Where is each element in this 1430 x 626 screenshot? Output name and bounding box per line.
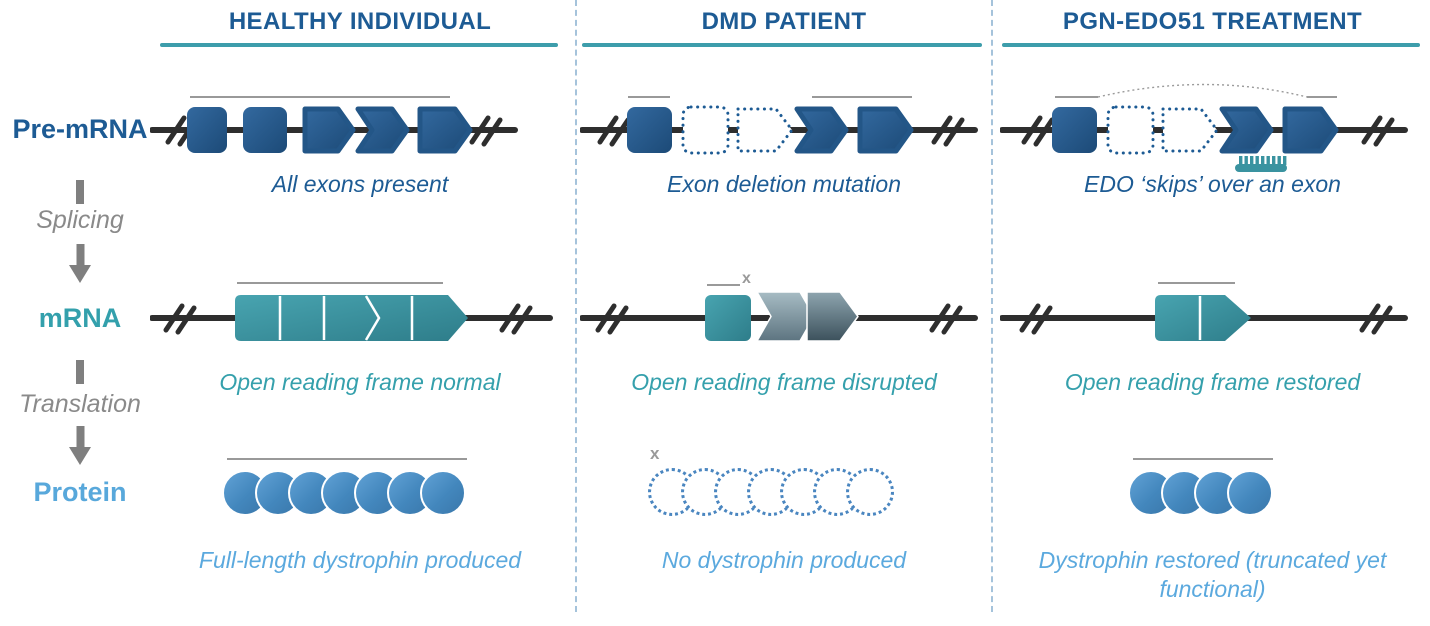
pre-mrna-dmd-diagram xyxy=(580,96,978,155)
x-icon: x xyxy=(742,270,751,287)
caption-exon-deletion: Exon deletion mutation xyxy=(667,171,901,197)
mrna-exon-block xyxy=(235,295,468,341)
exon-solid xyxy=(355,106,410,154)
mrna-exon-disrupted xyxy=(806,291,859,342)
exon-deleted-dotted xyxy=(736,107,794,153)
process-label-splicing: Splicing xyxy=(36,206,124,234)
intron-slash-marks xyxy=(1021,115,1395,147)
protein-chain-healthy xyxy=(222,470,466,516)
header-underline xyxy=(160,43,558,47)
pre-mrna-healthy-diagram xyxy=(150,96,518,154)
exon-solid xyxy=(302,106,356,154)
caption-orf-restored: Open reading frame restored xyxy=(1064,369,1361,395)
intron-slash-marks xyxy=(595,303,963,335)
exon-junctions xyxy=(278,295,414,341)
protein-unit-dotted xyxy=(846,468,894,516)
intron-slash-marks xyxy=(163,303,533,335)
exon-solid xyxy=(1052,107,1097,153)
exon-skipped-dotted xyxy=(1106,105,1155,155)
protein-chain-dmd-absent xyxy=(648,468,894,516)
column-title-dmd: DMD PATIENT xyxy=(701,8,867,35)
intron-slash-marks xyxy=(597,115,965,147)
exon-solid xyxy=(794,106,849,154)
column-divider xyxy=(991,0,993,612)
exon-deleted-dotted xyxy=(681,105,730,155)
mrna-dmd-diagram xyxy=(580,284,978,342)
mrna-healthy-diagram xyxy=(150,282,553,341)
caption-dystrophin-restored: Dystrophin restored (truncated yet funct… xyxy=(1038,547,1387,602)
caption-all-exons-present: All exons present xyxy=(271,171,449,197)
column-title-treatment: PGN-EDO51 TREATMENT xyxy=(1062,8,1363,35)
caption-orf-normal: Open reading frame normal xyxy=(219,369,501,395)
overline xyxy=(227,458,467,460)
down-arrow-icon xyxy=(69,244,91,283)
mrna-exon-block xyxy=(1155,295,1251,341)
column-title-healthy: HEALTHY INDIVIDUAL xyxy=(228,8,492,35)
protein-chain-treatment xyxy=(1128,470,1273,516)
caption-orf-disrupted: Open reading frame disrupted xyxy=(631,369,937,395)
x-icon: x xyxy=(650,444,660,463)
splicing-arrow-top xyxy=(76,180,84,204)
mrna-treatment-diagram xyxy=(1000,282,1408,341)
mrna-exon-teal xyxy=(705,295,751,341)
process-label-translation: Translation xyxy=(19,390,141,418)
column-divider xyxy=(575,0,577,612)
caption-full-length-dystrophin: Full-length dystrophin produced xyxy=(198,547,522,573)
row-label-pre-mrna: Pre-mRNA xyxy=(12,114,148,144)
mrna-exon-disrupted xyxy=(756,291,815,342)
down-arrow-icon xyxy=(69,426,91,465)
protein-unit-solid xyxy=(420,470,466,516)
exon-skipped-dotted xyxy=(1161,107,1219,153)
row-label-protein: Protein xyxy=(33,477,127,507)
row-label-mrna: mRNA xyxy=(38,303,122,333)
exon-solid xyxy=(187,107,227,153)
overline xyxy=(1133,458,1273,460)
translation-arrow-top xyxy=(76,360,84,384)
exon-solid xyxy=(243,107,287,153)
exon-solid xyxy=(1282,106,1339,154)
intron-slash-marks xyxy=(1019,303,1393,335)
header-underline xyxy=(582,43,982,47)
exon-solid xyxy=(1219,106,1274,154)
exon-solid xyxy=(857,106,914,154)
caption-edo-skips: EDO ‘skips’ over an exon xyxy=(1084,171,1341,197)
skip-arc xyxy=(1097,83,1308,98)
edo-oligomer-icon xyxy=(1235,156,1287,172)
caption-no-dystrophin: No dystrophin produced xyxy=(661,547,907,573)
exon-solid xyxy=(627,107,672,153)
header-underline xyxy=(1002,43,1420,47)
protein-unit-solid xyxy=(1227,470,1273,516)
pre-mrna-treatment-diagram xyxy=(1000,83,1408,172)
exon-solid xyxy=(417,106,473,154)
